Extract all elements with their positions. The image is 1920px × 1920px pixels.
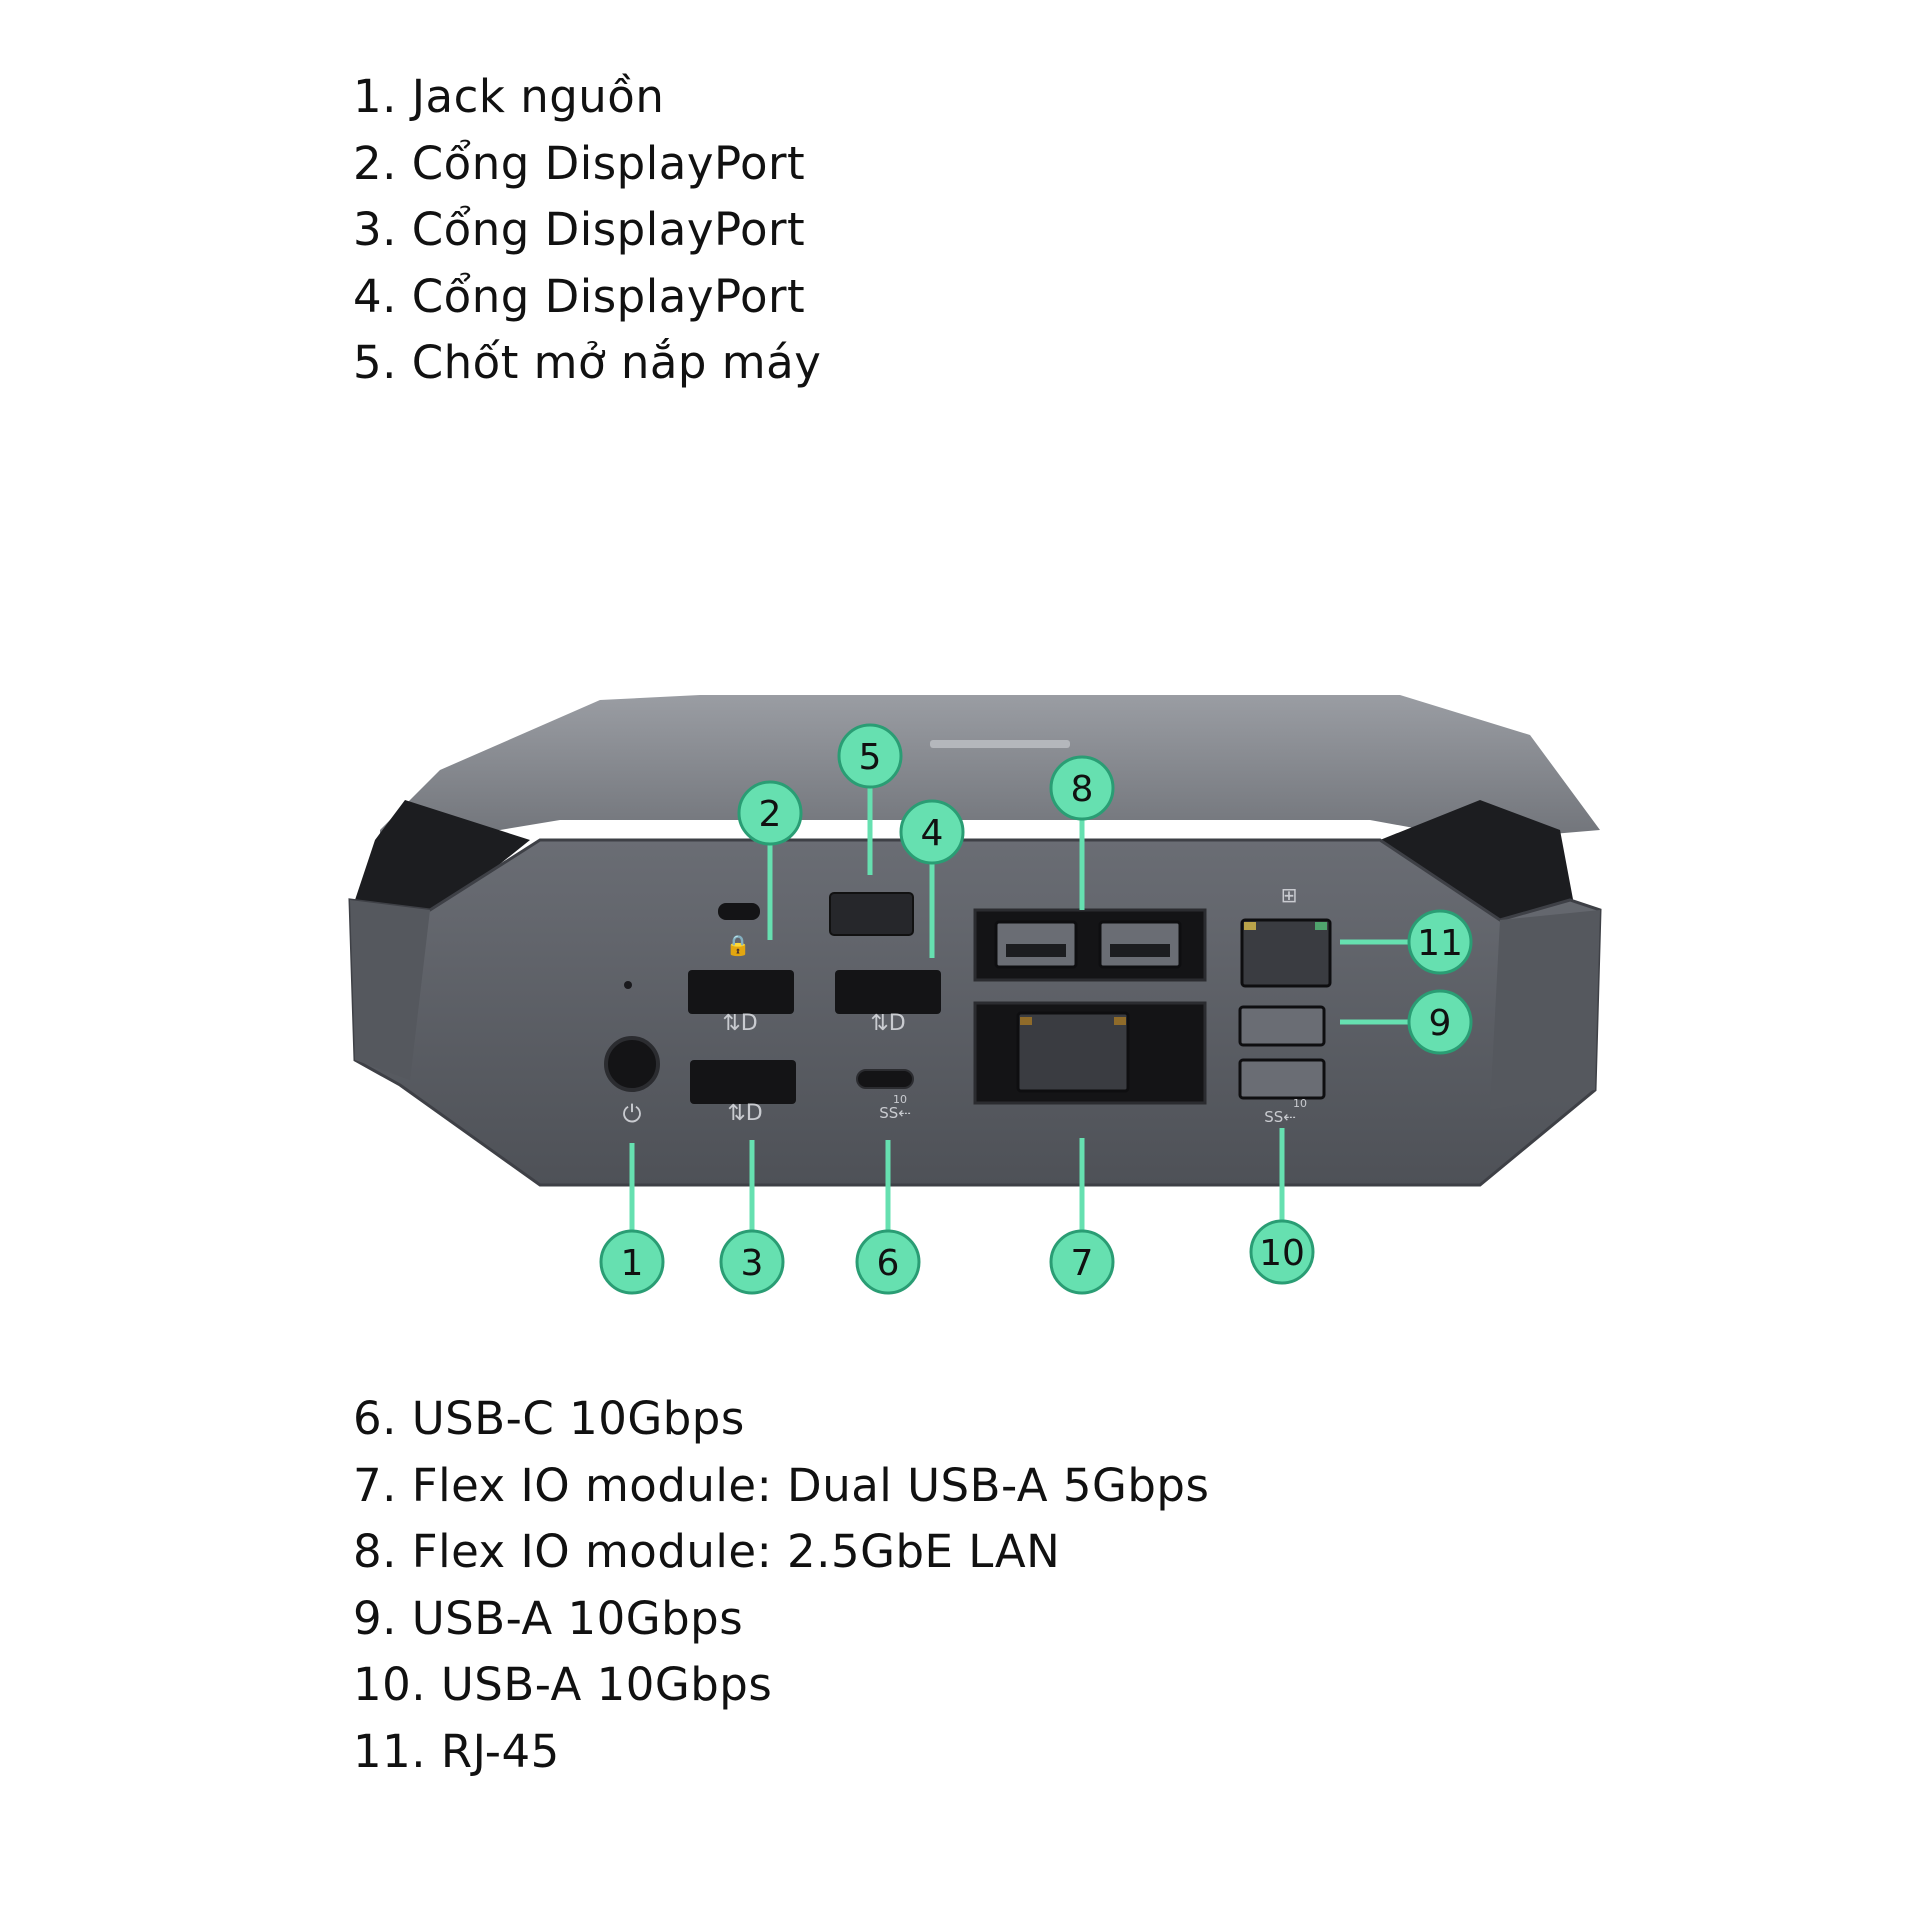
rj45-led: [1244, 922, 1256, 930]
callout-5: 5: [837, 723, 903, 789]
legend-item-9: 9. USB-A 10Gbps: [353, 1591, 744, 1645]
legend-bottom: 6. USB-C 10Gbps 7. Flex IO module: Dual …: [353, 1386, 1209, 1785]
vent-right: [1380, 800, 1575, 930]
callout-label-9: 9: [1429, 1003, 1452, 1044]
legend-top: 1. Jack nguồn 2. Cổng DisplayPort 3. Cổn…: [353, 64, 821, 397]
displayport-icon: ⇅D: [727, 1101, 762, 1126]
legend-item-5: 5. Chốt mở nắp máy: [353, 336, 822, 389]
lock-icon: 🔒: [726, 933, 751, 957]
usb-c-port: [856, 1069, 914, 1089]
displayport-2: [688, 970, 794, 1014]
flex-io-rj45-led: [1114, 1017, 1126, 1025]
legend-item-1: 1. Jack nguồn: [353, 70, 665, 123]
flex-io-rj45-port: [1016, 1011, 1130, 1093]
flex-io-usb-a-tongue: [1006, 944, 1066, 957]
callout-9: 9: [1407, 989, 1473, 1055]
callout-6: 6: [855, 1229, 921, 1295]
side-shade-left: [350, 900, 430, 1080]
power-plug-icon: ⏻: [623, 1100, 642, 1128]
legend-item-4: 4. Cổng DisplayPort: [353, 269, 806, 323]
legend-item-2: 2. Cổng DisplayPort: [353, 136, 806, 190]
legend-item-3: 3. Cổng DisplayPort: [353, 203, 806, 256]
lid-logo-mark: [930, 740, 1070, 748]
network-icon: ⊞: [1281, 883, 1298, 907]
ss10-mark-number: 10: [893, 1093, 907, 1106]
security-lock-slot: [718, 903, 760, 920]
displayport-3: [690, 1060, 796, 1104]
displayport-4: [835, 970, 941, 1014]
ss10-mark: SS⇠: [879, 1104, 911, 1122]
callout-leader-lines: [629, 788, 1412, 1230]
device-top-lid: [380, 695, 1600, 850]
legend-item-7: 7. Flex IO module: Dual USB-A 5Gbps: [353, 1458, 1210, 1512]
power-jack: [604, 1036, 660, 1092]
flex-io-rj45-led: [1020, 1017, 1032, 1025]
callout-label-8: 8: [1071, 769, 1094, 810]
legend-item-6: 6. USB-C 10Gbps: [353, 1392, 745, 1445]
callout-3: 3: [719, 1229, 785, 1295]
callout-badges: 1 2 3 4 5 6 7 8: [599, 723, 1473, 1295]
vent-left: [355, 800, 530, 920]
cover-latch: [829, 892, 914, 936]
callout-label-2: 2: [759, 794, 782, 835]
ss10-mark-number: 10: [1293, 1097, 1307, 1110]
callout-4: 4: [899, 799, 965, 865]
callout-7: 7: [1049, 1229, 1115, 1295]
legend-item-8: 8. Flex IO module: 2.5GbE LAN: [353, 1525, 1061, 1578]
callout-8: 8: [1049, 755, 1115, 821]
callout-1: 1: [599, 1229, 665, 1295]
rj45-led: [1315, 922, 1327, 930]
ss10-mark: SS⇠: [1264, 1108, 1296, 1126]
callout-label-3: 3: [741, 1243, 764, 1284]
rj45-port: [1240, 918, 1332, 988]
legend-item-10: 10. USB-A 10Gbps: [353, 1658, 773, 1711]
callout-10: 10: [1249, 1219, 1315, 1285]
callout-label-11: 11: [1417, 923, 1463, 964]
callout-label-4: 4: [921, 813, 944, 854]
usb-a-port-9: [1238, 1005, 1326, 1047]
legend-item-11: 11. RJ-45: [353, 1724, 560, 1778]
displayport-icon: ⇅D: [722, 1011, 757, 1036]
callout-label-7: 7: [1071, 1243, 1094, 1284]
power-led: [624, 981, 632, 989]
callout-label-10: 10: [1259, 1233, 1305, 1274]
callout-11: 11: [1407, 909, 1473, 975]
flex-io-usb-a-tongue: [1110, 944, 1170, 957]
callout-2: 2: [737, 780, 803, 846]
callout-label-6: 6: [877, 1243, 900, 1284]
displayport-icon: ⇅D: [870, 1011, 905, 1036]
callout-label-5: 5: [859, 737, 882, 778]
ports: 🔒 ⇅D ⇅D ⇅D ⏻ SS⇠ 10 ⊞ SS⇠ 10: [604, 883, 1332, 1128]
callout-label-1: 1: [621, 1243, 644, 1284]
side-shade-right: [1490, 910, 1600, 1110]
usb-a-port-10: [1238, 1058, 1326, 1100]
